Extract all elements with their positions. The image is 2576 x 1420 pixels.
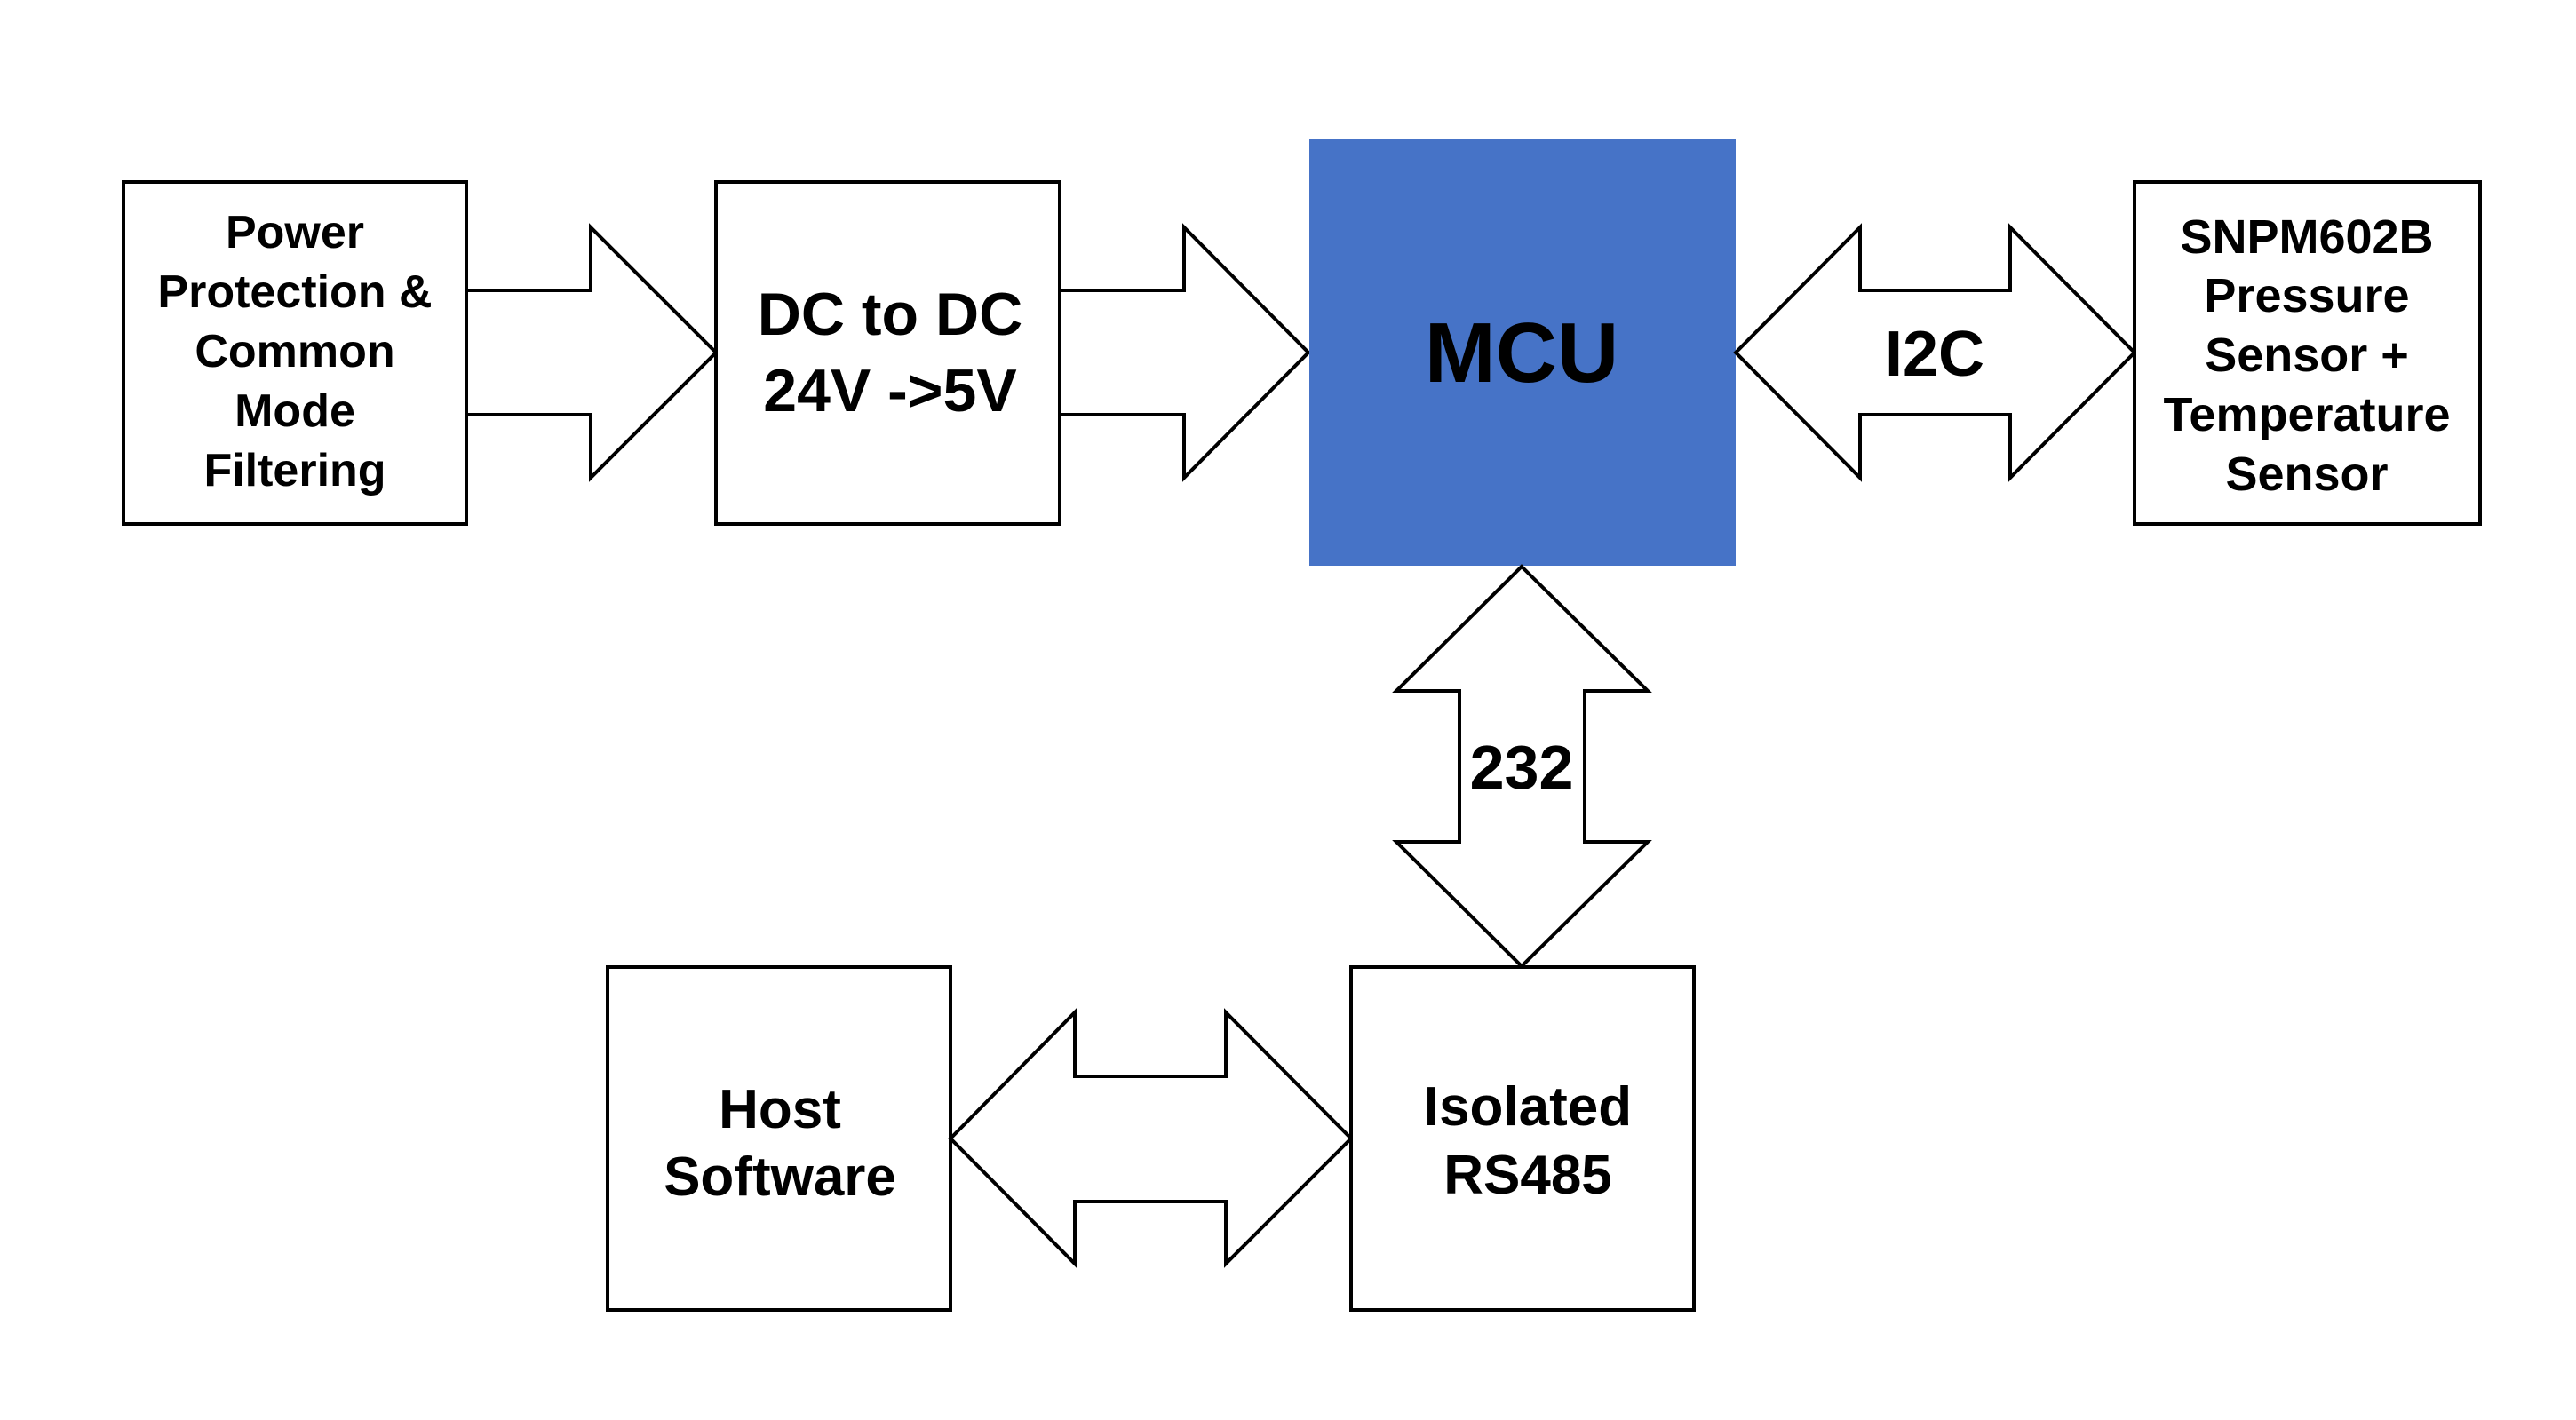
power-protection-block: Power Protection & Common Mode Filtering (122, 180, 468, 526)
power-to-dcdc-arrow (465, 223, 719, 482)
sensor-label-line-4: Temperature (2163, 388, 2450, 441)
sensor-box (2133, 180, 2482, 526)
host-software-label-line-1: Host (719, 1079, 841, 1140)
sensor-label-line-5: Sensor (2225, 448, 2388, 501)
dcdc-block: DC to DC 24V ->5V (714, 180, 1061, 526)
uart-232-label: 232 (1470, 733, 1574, 802)
mcu-box (1309, 139, 1736, 566)
i2c-label: I2C (1885, 319, 1984, 390)
host-software-block: Host Software (606, 965, 952, 1312)
power-protection-box (122, 180, 468, 526)
host-software-box (606, 965, 952, 1312)
sensor-block: SNPM602B Pressure Sensor + Temperature S… (2133, 180, 2482, 526)
dcdc-label-line-2: 24V ->5V (763, 357, 1016, 424)
dcdc-label-line-1: DC to DC (758, 281, 1022, 348)
rs485-box (1349, 965, 1696, 1312)
sensor-label-line-2: Pressure (2204, 269, 2409, 322)
dcdc-to-mcu-arrow (1058, 223, 1311, 482)
rs485-label-line-2: RS485 (1443, 1145, 1612, 1206)
mcu-label: MCU (1425, 305, 1619, 401)
power-protection-label-line-2: Protection & (157, 266, 432, 318)
rs485-block: Isolated RS485 (1349, 965, 1696, 1312)
power-protection-label-line-5: Filtering (203, 445, 386, 496)
rs485-label-line-1: Isolated (1424, 1076, 1632, 1138)
mcu-block: MCU (1309, 139, 1736, 566)
host-software-label-line-2: Software (664, 1146, 896, 1208)
power-protection-label-line-3: Common (195, 326, 394, 377)
i2c-connection: I2C (1733, 223, 2137, 482)
power-protection-label-line-1: Power (226, 207, 364, 258)
dcdc-box (714, 180, 1061, 526)
sensor-label-line-3: Sensor + (2205, 329, 2409, 382)
sensor-label-line-1: SNPM602B (2180, 210, 2433, 264)
power-protection-label-line-4: Mode (235, 385, 355, 437)
uart-232-connection: 232 (1392, 564, 1652, 969)
